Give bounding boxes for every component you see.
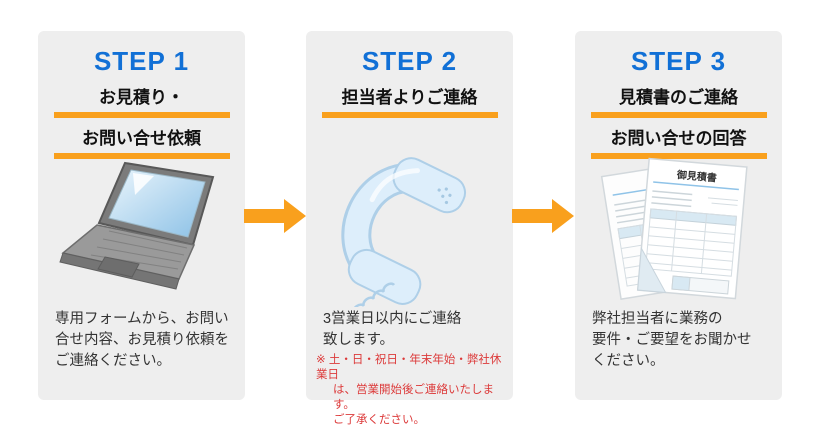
note-line: ※ 土・日・祝日・年末年始・弊社休業日 [316,354,502,381]
step2-headings: 担当者よりご連絡 [306,88,513,129]
telephone-handset-illustration [306,157,513,307]
step2-description: 3営業日以内にご連絡 致します。 [323,309,503,351]
body-line: 弊社担当者に業務の [592,311,723,327]
estimate-documents-illustration: 御見積書 [575,157,782,307]
body-line: 3営業日以内にご連絡 [323,311,462,327]
document-title-text: 御見積書 [675,168,717,185]
note-line: は、営業開始後ご連絡いたします。 [333,384,494,411]
body-line: 合せ内容、お見積り依頼を [55,332,229,348]
step2-title: STEP 2 [361,46,458,76]
flow-arrow-right-2 [512,199,574,233]
step3-headings: 見積書のご連絡 お問い合せの回答 [575,88,782,170]
orange-underline [321,112,498,118]
body-line: ください。 [592,353,665,369]
orange-underline [53,112,230,118]
flow-arrow-right-1 [244,199,306,233]
estimate-documents-icon: 御見積書 [600,157,748,300]
step2-card: STEP 2 担当者よりご連絡 [306,31,513,426]
telephone-handset-icon [340,157,466,307]
step1-description: 専用フォームから、お問い 合せ内容、お見積り依頼を ご連絡ください。 [55,309,235,372]
heading-text: お問い合せの回答 [610,129,747,148]
step2-heading-1: 担当者よりご連絡 [306,88,513,118]
orange-underline [590,112,767,118]
heading-text: お見積り・ [99,88,184,107]
laptop-icon [58,161,214,290]
step3-heading-1: 見積書のご連絡 [575,88,782,118]
body-line: 要件・ご要望をお聞かせ [592,332,752,348]
body-line: ご連絡ください。 [55,353,171,369]
step3-description: 弊社担当者に業務の 要件・ご要望をお聞かせ ください。 [592,309,772,372]
heading-text: お問い合せ依頼 [82,129,201,148]
heading-text: 見積書のご連絡 [619,88,738,107]
orange-underline [590,153,767,159]
laptop-illustration [38,157,245,307]
note-line: ご了承ください。 [333,414,425,426]
body-line: 致します。 [323,332,395,348]
heading-text: 担当者よりご連絡 [341,88,478,107]
step3-title: STEP 3 [630,46,727,76]
step1-card: STEP 1 お見積り・ お問い合せ依頼 [38,31,245,400]
step1-headings: お見積り・ お問い合せ依頼 [38,88,245,170]
step1-title: STEP 1 [93,46,190,76]
step3-card: STEP 3 見積書のご連絡 お問い合せの回答 [575,31,782,400]
step3-heading-2: お問い合せの回答 [575,129,782,159]
step2-holiday-note: ※ 土・日・祝日・年末年始・弊社休業日 は、営業開始後ご連絡いたします。 ご了承… [316,353,509,428]
orange-underline [53,153,230,159]
step1-heading-1: お見積り・ [38,88,245,118]
body-line: 専用フォームから、お問い [55,311,229,327]
step1-heading-2: お問い合せ依頼 [38,129,245,159]
